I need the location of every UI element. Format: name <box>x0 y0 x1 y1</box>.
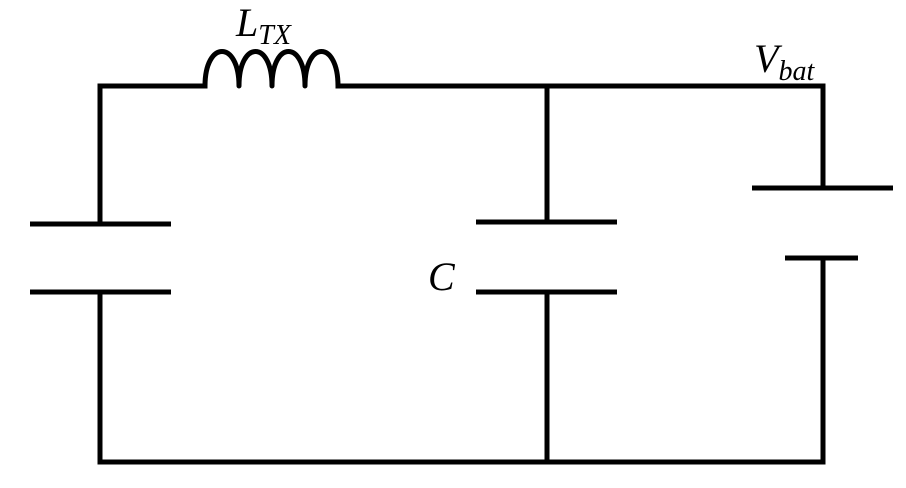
inductor-coil <box>202 49 341 89</box>
wire-left-bottom <box>97 255 826 465</box>
capacitor-c-label: C <box>428 254 456 299</box>
capacitor-left <box>30 221 171 295</box>
wire-top-right <box>335 83 826 191</box>
battery <box>752 185 893 261</box>
inductor-label-subscript: TX <box>258 20 292 51</box>
battery-label-subscript: bat <box>778 56 815 87</box>
inductor-label: LTX <box>235 0 292 51</box>
wires <box>97 83 826 465</box>
wire-top-left <box>97 83 208 227</box>
capacitor-c <box>476 219 617 295</box>
battery-label: Vbat <box>754 36 815 87</box>
